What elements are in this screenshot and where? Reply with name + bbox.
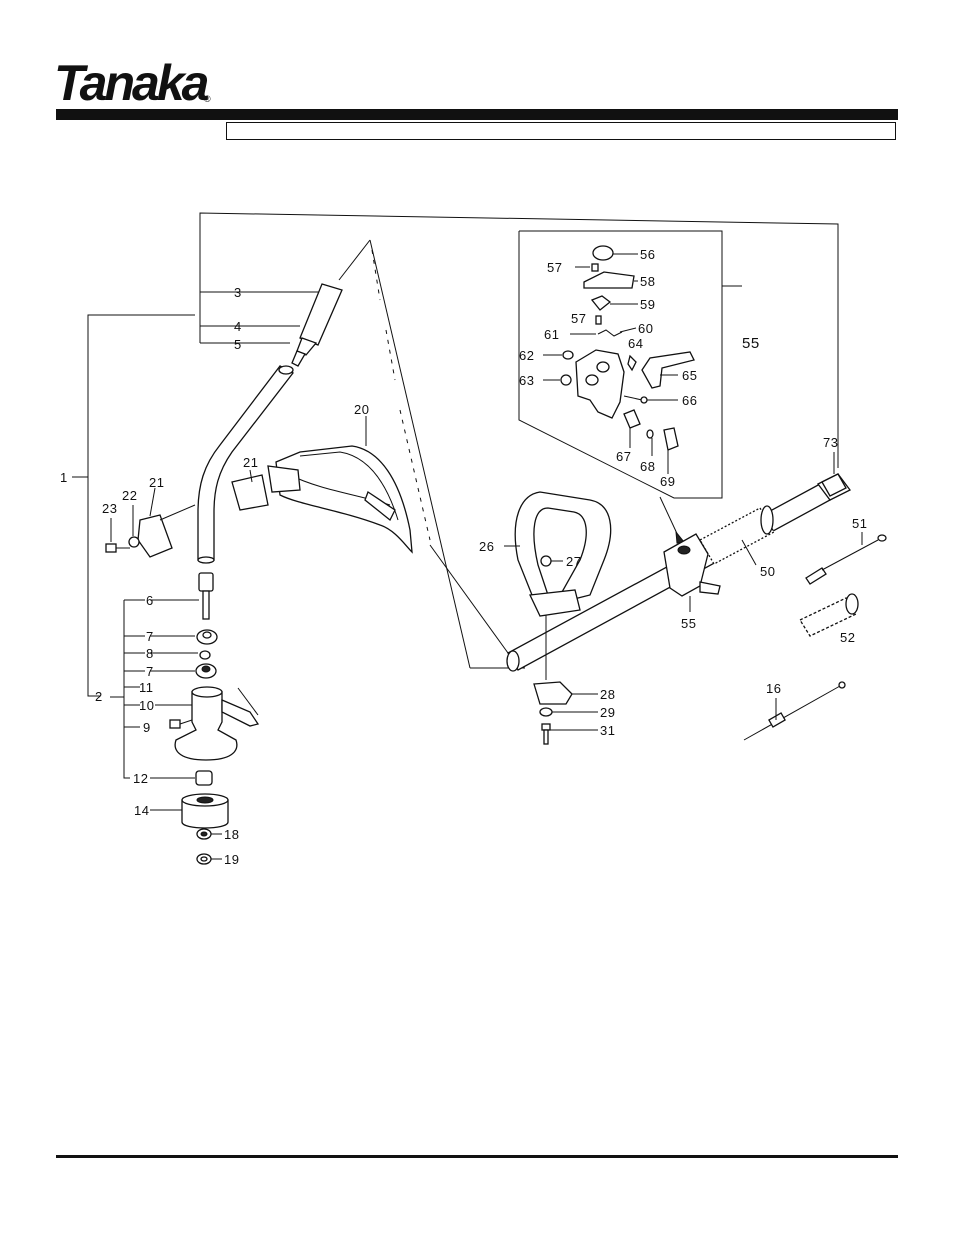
rear-grip <box>700 506 774 565</box>
callout-52: 52 <box>840 630 855 645</box>
callout-64: 64 <box>628 336 643 351</box>
callout-7b: 7 <box>146 664 154 679</box>
callout-19: 19 <box>224 852 239 867</box>
assembly-frame-lines <box>72 213 838 696</box>
callout-5: 5 <box>234 337 242 352</box>
callout-10: 10 <box>139 698 154 713</box>
callout-1: 1 <box>60 470 68 485</box>
gear-case <box>170 687 258 760</box>
end-cap <box>822 452 846 496</box>
callout-57a: 57 <box>547 260 562 275</box>
callout-11: 11 <box>139 680 154 695</box>
callout-26: 26 <box>479 539 494 554</box>
drive-shaft-liner <box>292 284 342 366</box>
callout-8: 8 <box>146 646 154 661</box>
callout-51: 51 <box>852 516 867 531</box>
callout-63: 63 <box>519 373 534 388</box>
callout-61: 61 <box>544 327 559 342</box>
callout-2: 2 <box>95 689 103 704</box>
callout-58: 58 <box>640 274 655 289</box>
callout-21b: 21 <box>149 475 164 490</box>
callout-57b: 57 <box>571 311 586 326</box>
callout-21a: 21 <box>243 455 258 470</box>
callout-60: 60 <box>638 321 653 336</box>
callout-9: 9 <box>143 720 151 735</box>
gear-shaft <box>199 573 213 619</box>
callout-6: 6 <box>146 593 154 608</box>
callout-20: 20 <box>354 402 369 417</box>
stop-wire <box>806 532 886 584</box>
callout-56: 56 <box>640 247 655 262</box>
callout-59: 59 <box>640 297 655 312</box>
callout-55-shaft: 55 <box>681 616 696 631</box>
callout-29: 29 <box>600 705 615 720</box>
callout-labels: 1 2 3 4 5 6 7 8 7 11 10 9 12 14 18 19 20… <box>60 247 867 867</box>
callout-62: 62 <box>519 348 534 363</box>
callout-7a: 7 <box>146 629 154 644</box>
callout-16: 16 <box>766 681 781 696</box>
callout-18: 18 <box>224 827 239 842</box>
callout-27: 27 <box>566 554 581 569</box>
callout-4: 4 <box>234 319 242 334</box>
callout-14: 14 <box>134 803 149 818</box>
cutter-head-parts <box>182 771 228 864</box>
throttle-cable <box>744 682 845 740</box>
callout-55-inset: 55 <box>742 335 760 352</box>
callout-23: 23 <box>102 501 117 516</box>
handle-clamp-parts <box>534 682 598 744</box>
callout-65: 65 <box>682 368 697 383</box>
callout-3: 3 <box>234 285 242 300</box>
callout-22: 22 <box>122 488 137 503</box>
callout-66: 66 <box>682 393 697 408</box>
callout-67: 67 <box>616 449 631 464</box>
callout-50: 50 <box>760 564 775 579</box>
callout-12: 12 <box>133 771 148 786</box>
callout-31: 31 <box>600 723 615 738</box>
callout-73: 73 <box>823 435 838 450</box>
callout-68: 68 <box>640 459 655 474</box>
callout-28: 28 <box>600 687 615 702</box>
callout-69: 69 <box>660 474 675 489</box>
bearings-and-spacer <box>196 630 217 678</box>
